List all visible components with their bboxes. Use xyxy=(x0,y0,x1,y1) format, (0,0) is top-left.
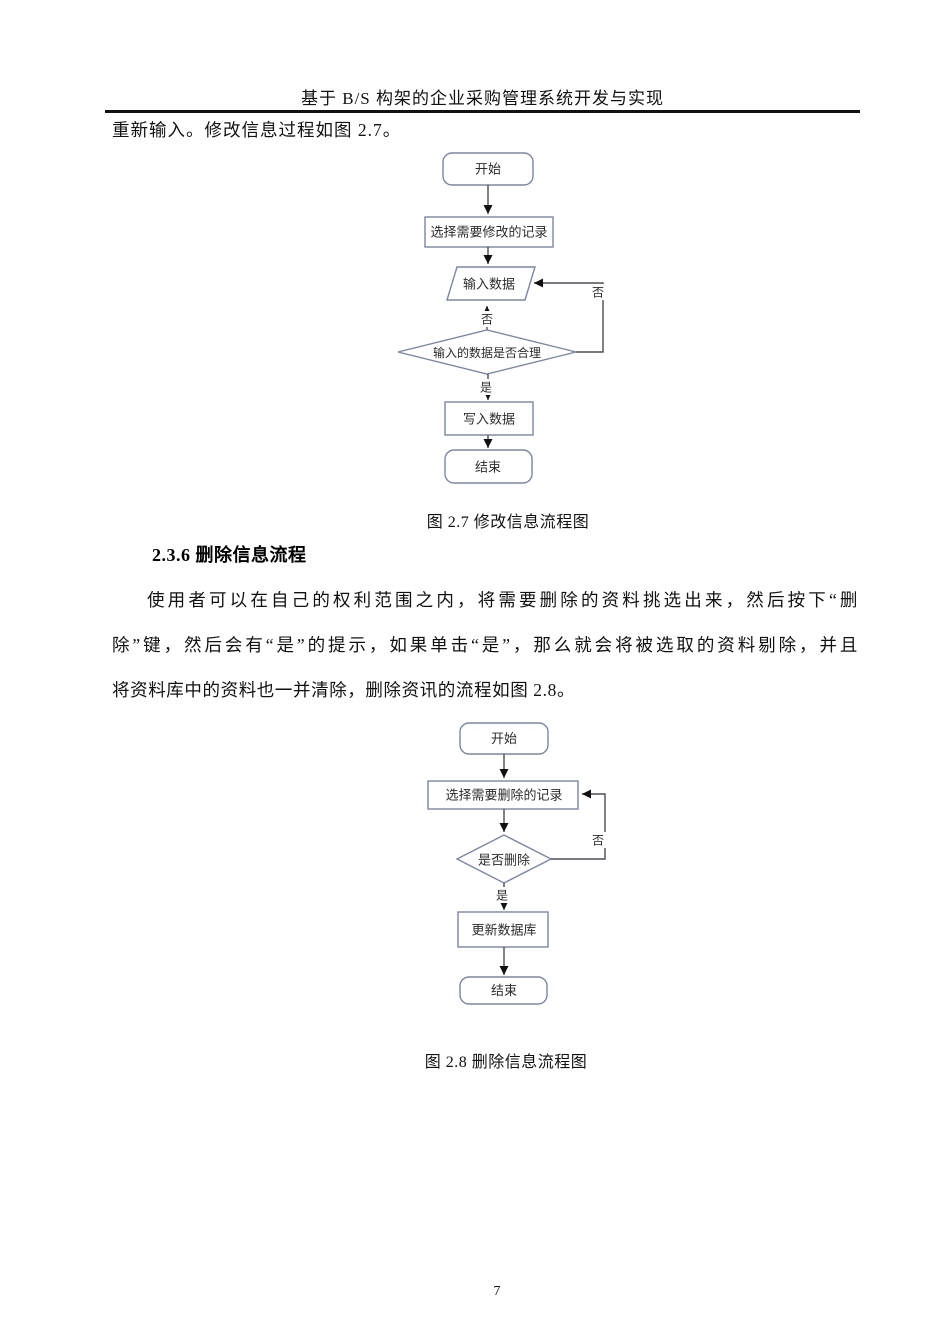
paragraph-line: 使用者可以在自己的权利范围之内，将需要删除的资料挑选出来，然后按下“删 xyxy=(147,590,858,610)
end-node xyxy=(444,449,533,484)
no-loop-arrow xyxy=(534,278,604,353)
page-number: 7 xyxy=(493,1283,501,1298)
body-paragraph: 使用者可以在自己的权利范围之内，将需要删除的资料挑选出来，然后按下“删 除”键，… xyxy=(112,578,858,713)
end-node xyxy=(459,976,548,1005)
intro-text: 重新输入。修改信息过程如图 2.7。 xyxy=(112,120,402,140)
input-data-node xyxy=(446,266,536,301)
start-node-label: 开始 xyxy=(491,731,517,746)
yes-label: 是 xyxy=(496,889,508,903)
decision-label: 是否删除 xyxy=(478,853,530,868)
header-rule xyxy=(105,110,860,113)
label-backing xyxy=(591,832,607,848)
yes-label: 是 xyxy=(480,381,492,395)
no-loop-label: 否 xyxy=(592,286,604,300)
start-node-label: 开始 xyxy=(475,162,501,177)
running-header-title: 基于 B/S 构架的企业采购管理系统开发与实现 xyxy=(300,89,665,108)
write-data-label: 写入数据 xyxy=(463,412,515,427)
no-back-label: 否 xyxy=(481,313,493,327)
update-db-node xyxy=(457,911,549,948)
end-node-label: 结束 xyxy=(491,983,517,998)
end-node-label: 结束 xyxy=(475,460,501,475)
paragraph-line: 将资料库中的资料也一并清除，删除资讯的流程如图 2.8。 xyxy=(112,680,576,700)
label-backing xyxy=(480,311,495,327)
select-record-label: 选择需要删除的记录 xyxy=(445,788,562,803)
no-loop-arrow xyxy=(551,789,606,860)
label-backing xyxy=(496,887,511,903)
no-loop-label: 否 xyxy=(592,834,604,848)
label-backing xyxy=(480,379,495,395)
figure-2-7-caption: 图 2.7 修改信息流程图 xyxy=(426,514,590,531)
section-heading: 2.3.6 删除信息流程 xyxy=(152,545,307,565)
figure-2-8-flowchart: 开始 选择需要删除的记录 是否删除 否 是 更新数据库 结束 xyxy=(427,722,607,1005)
figure-2-7-flowchart: 开始 选择需要修改的记录 输入数据 否 输入的数据是否合理 否 是 写入数据 结… xyxy=(397,152,607,484)
input-data-label: 输入数据 xyxy=(463,277,515,292)
label-backing xyxy=(591,284,607,300)
update-db-label: 更新数据库 xyxy=(471,923,536,938)
select-record-label: 选择需要修改的记录 xyxy=(430,225,547,240)
decision-label: 输入的数据是否合理 xyxy=(433,345,541,360)
figure-2-8-caption: 图 2.8 删除信息流程图 xyxy=(424,1054,588,1071)
select-record-node xyxy=(427,780,579,810)
paragraph-line: 除”键，然后会有“是”的提示，如果单击“是”，那么就会将被选取的资料剔除，并且 xyxy=(112,635,858,655)
write-data-node xyxy=(444,401,534,436)
select-record-node xyxy=(424,216,554,248)
